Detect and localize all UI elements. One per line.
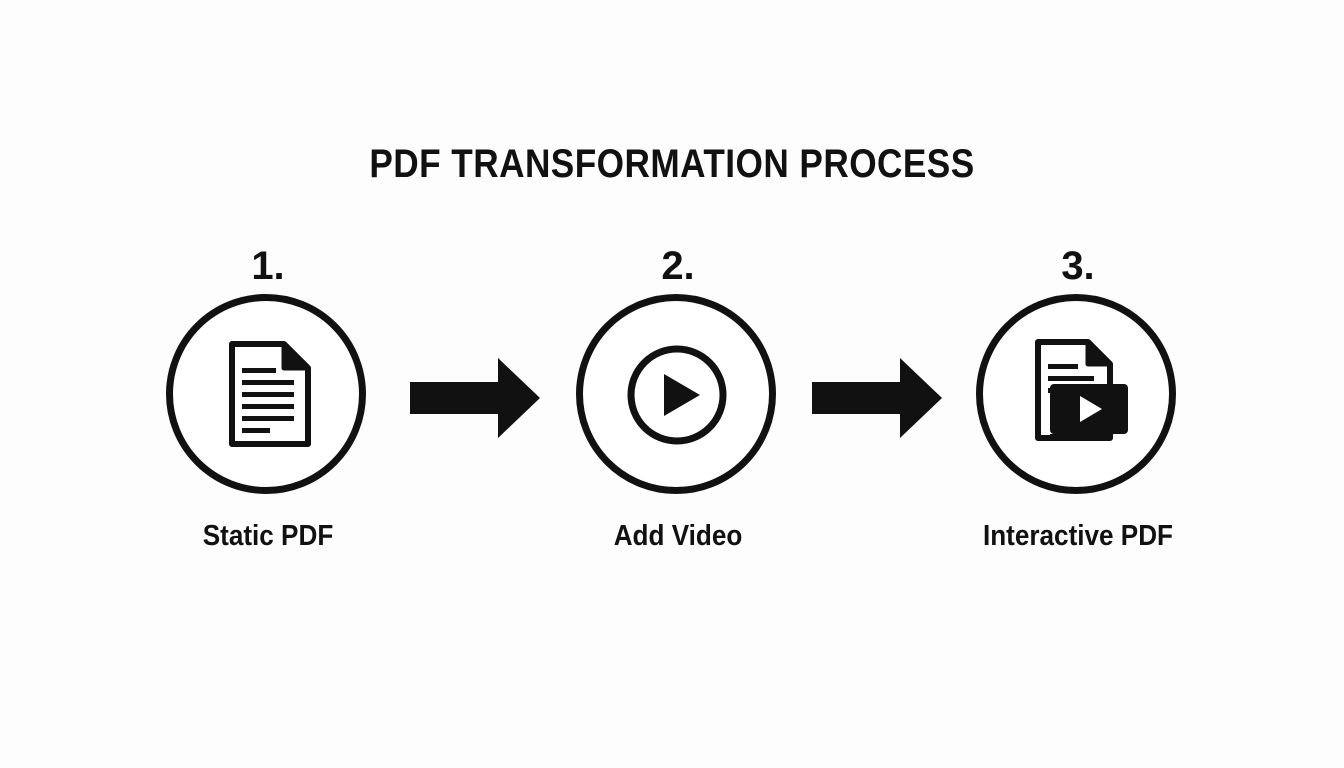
arrow-right-icon [812,358,942,438]
arrow-right-icon [410,358,540,438]
step-3-circle [976,294,1176,494]
step-2-number: 2. [661,244,695,288]
step-1-label: Static PDF [202,520,334,552]
step-3-number: 3. [1061,244,1095,288]
step-1-number: 1. [251,244,285,288]
step-2-label: Add Video [613,520,743,552]
play-icon [627,345,727,445]
step-1-circle [166,294,366,494]
document-video-icon [1035,339,1128,441]
step-3-label: Interactive PDF [982,520,1174,552]
diagram-title: PDF TRANSFORMATION PROCESS [369,142,975,186]
document-icon [229,341,311,447]
